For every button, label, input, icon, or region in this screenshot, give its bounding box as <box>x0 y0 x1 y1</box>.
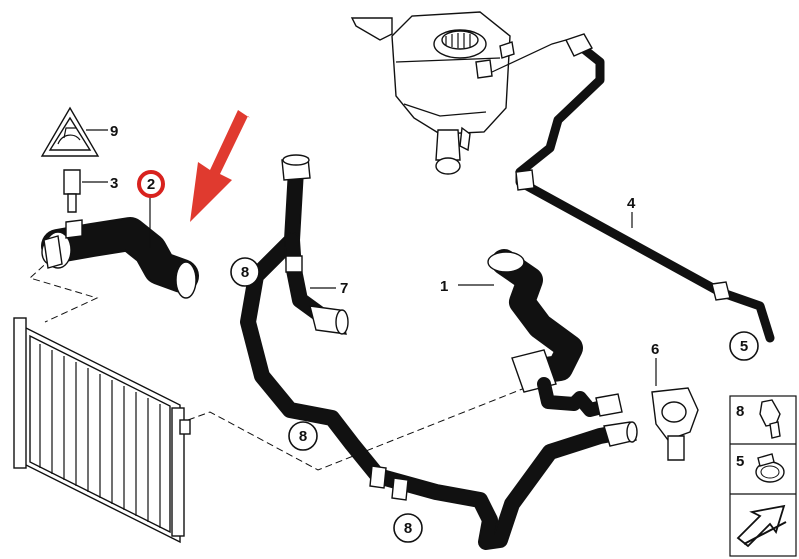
callout-9[interactable]: 9 <box>110 123 118 140</box>
callout-1[interactable]: 1 <box>440 278 448 295</box>
hose-bracket <box>651 387 699 461</box>
legend-row-hose-clamp[interactable]: 5 <box>736 453 785 483</box>
legend-row-label: 5 <box>736 453 744 470</box>
assembly-reference-lines <box>29 257 546 471</box>
callout-3[interactable]: 3 <box>110 175 118 192</box>
leader-lines <box>82 129 657 386</box>
callout-4[interactable]: 4 <box>627 195 636 212</box>
upper-coolant-hose <box>487 249 623 417</box>
hose-clamp-icon <box>755 453 785 483</box>
callout-7[interactable]: 7 <box>340 280 348 297</box>
callout-label: 8 <box>299 428 307 445</box>
callout-label: 1 <box>440 278 448 295</box>
callout-label: 4 <box>627 195 636 212</box>
callout-8-bottom[interactable]: 8 <box>393 513 423 543</box>
callout-2-highlighted[interactable]: 2 <box>137 170 165 198</box>
callout-label: 8 <box>241 264 249 281</box>
hose-clip-icon <box>759 399 781 439</box>
catalog-arrow-icon[interactable] <box>736 504 787 548</box>
callout-8-left[interactable]: 8 <box>230 257 260 287</box>
callout-5[interactable]: 5 <box>729 331 759 361</box>
red-arrow-icon <box>190 110 250 222</box>
vent-line <box>491 33 775 343</box>
callout-label: 7 <box>340 280 348 297</box>
highlighted-part-2 <box>41 217 199 299</box>
callout-6[interactable]: 6 <box>651 341 659 358</box>
branch-hose <box>284 232 349 335</box>
callout-label: 2 <box>147 176 155 193</box>
callout-label: 3 <box>110 175 118 192</box>
radiator <box>13 317 191 544</box>
callout-label: 8 <box>404 520 412 537</box>
legend-row-label: 8 <box>736 403 744 420</box>
callout-8-mid[interactable]: 8 <box>288 421 318 451</box>
expansion-tank <box>350 11 515 175</box>
callout-label: 5 <box>740 338 748 355</box>
parts-legend: 8 5 <box>729 395 797 557</box>
legend-row-hose-clip[interactable]: 8 <box>736 399 781 439</box>
callout-label: 9 <box>110 123 118 140</box>
lower-long-hose <box>240 154 638 550</box>
temperature-sensor <box>63 169 81 213</box>
callout-label: 6 <box>651 341 659 358</box>
hot-coolant-warning-icon <box>40 106 100 157</box>
